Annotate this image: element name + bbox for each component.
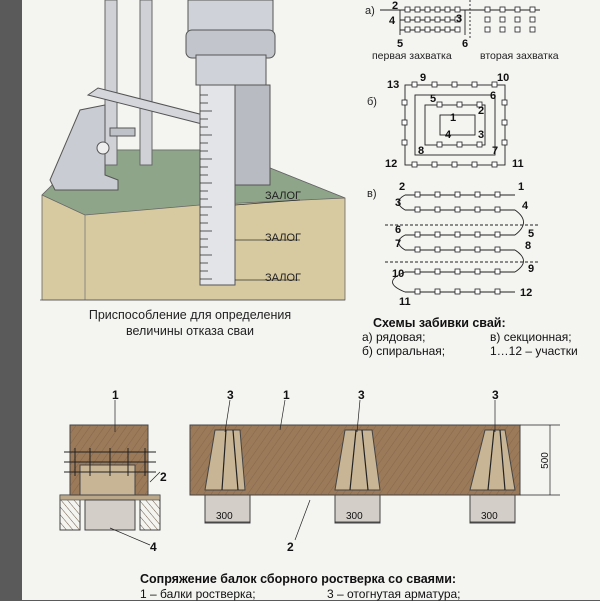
scheme-b-letter: б) — [367, 96, 377, 108]
clamp — [49, 104, 119, 191]
scheme-b-num-7: 7 — [492, 145, 499, 157]
legend-c: в) секционная; — [490, 330, 572, 344]
beam-callout-1-right: 1 — [283, 388, 290, 402]
scheme-b-num-13: 13 — [387, 79, 400, 91]
scheme-c-num-5: 5 — [528, 228, 535, 240]
right-post — [139, 0, 153, 166]
legend-b: б) спиральная; — [362, 344, 446, 358]
device-caption: Приспособление для определения величины … — [60, 307, 320, 339]
zalog-label-3: ЗАЛОГ — [265, 272, 301, 284]
scheme-c-num-9: 9 — [528, 263, 535, 275]
scheme-c-num-2: 2 — [399, 181, 406, 193]
scheme-c-num-8: 8 — [525, 240, 532, 252]
scheme-b-num-2: 2 — [478, 105, 485, 117]
device-caption-line-1: Приспособление для определения — [88, 308, 292, 322]
scheme-b-num-5: 5 — [430, 93, 437, 105]
scheme-c-drawing — [385, 191, 540, 295]
scheme-a-num-2: 2 — [392, 0, 399, 12]
scheme-b-num-6: 6 — [490, 90, 497, 102]
dim-300-2: 300 — [346, 511, 363, 522]
scheme-a-num-4: 4 — [389, 15, 396, 27]
zalog-label-1: ЗАЛОГ — [265, 190, 301, 202]
scheme-c-num-6: 6 — [395, 224, 402, 236]
beams-item-1: 1 – балки ростверка; — [140, 587, 256, 601]
scheme-b-num-8: 8 — [418, 145, 425, 157]
dim-300-1: 300 — [216, 511, 233, 522]
pile-top-section — [84, 499, 136, 531]
scheme-c-letter: в) — [367, 188, 377, 200]
beam-callout-3-b: 3 — [358, 388, 365, 402]
scheme-c-num-4: 4 — [522, 200, 529, 212]
scheme-b-num-12: 12 — [385, 158, 398, 170]
legend-a: а) рядовая; — [362, 330, 426, 344]
scheme-b-num-9: 9 — [420, 72, 427, 84]
scheme-b-num-4: 4 — [445, 129, 452, 141]
pile-2 — [334, 494, 381, 524]
scheme-c-num-12: 12 — [520, 287, 533, 299]
pile-scale — [199, 84, 236, 286]
beams-caption: Сопряжение балок сборного ростверка со с… — [140, 572, 457, 586]
device-caption-line-2: величины отказа сваи — [126, 324, 254, 338]
beam-callout-1-left: 1 — [112, 388, 119, 402]
scheme-a-letter: а) — [365, 5, 375, 17]
beam-cross-section — [59, 400, 161, 546]
scheme-a-num-5: 5 — [397, 38, 404, 50]
beam-callout-2-right: 2 — [287, 540, 294, 554]
scheme-c-num-1: 1 — [518, 181, 525, 193]
scheme-b-num-11: 11 — [512, 158, 524, 170]
beam-callout-3-c: 3 — [492, 388, 499, 402]
pile-1 — [204, 494, 251, 524]
scheme-c-num-11: 11 — [399, 296, 411, 308]
left-post — [104, 0, 118, 166]
scheme-a-num-3: 3 — [456, 13, 463, 25]
pile-3 — [469, 494, 516, 524]
beam-callout-4: 4 — [150, 540, 157, 554]
pile-head — [187, 0, 274, 36]
scheme-b-num-1: 1 — [450, 112, 457, 124]
scheme-a-second: вторая захватка — [480, 50, 559, 62]
beams-item-3: 3 – отогнутая арматура; — [327, 587, 461, 601]
dim-500: 500 — [539, 452, 551, 469]
pocket-1 — [204, 429, 246, 491]
scheme-a-drawing — [380, 0, 540, 40]
scheme-b-num-3: 3 — [478, 129, 485, 141]
dim-300-3: 300 — [481, 511, 498, 522]
pile-device-drawing — [40, 0, 346, 301]
scheme-a-num-6: 6 — [462, 38, 469, 50]
scheme-a-first: первая захватка — [372, 50, 452, 62]
legend-title: Схемы забивки свай: — [373, 316, 506, 330]
scheme-c-num-10: 10 — [392, 268, 405, 280]
beam-callout-2-left: 2 — [160, 470, 167, 484]
scheme-b-drawing — [401, 81, 508, 168]
scheme-c-num-7: 7 — [395, 238, 402, 250]
beam-elevation — [189, 399, 560, 541]
pocket-2 — [334, 429, 381, 491]
scheme-b-num-10: 10 — [497, 72, 510, 84]
scheme-c-num-3: 3 — [395, 197, 402, 209]
zalog-label-2: ЗАЛОГ — [265, 232, 301, 244]
legend-d: 1…12 – участки — [490, 344, 578, 358]
beam-callout-3-a: 3 — [227, 388, 234, 402]
